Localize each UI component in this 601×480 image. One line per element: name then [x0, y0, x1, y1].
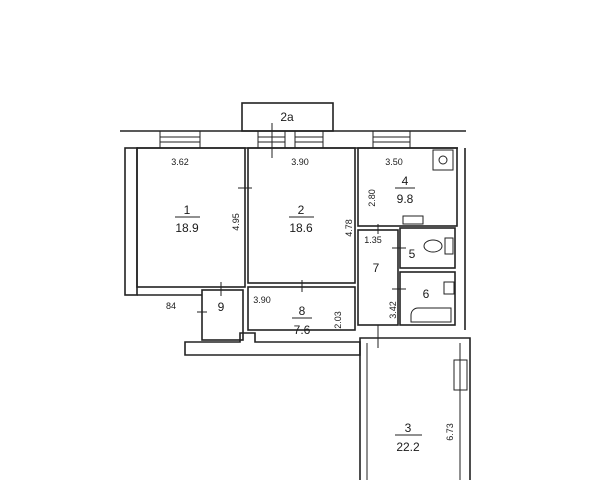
toilet-icon	[423, 239, 443, 253]
room-number: 1	[184, 203, 191, 217]
stove-icon	[432, 149, 454, 171]
room-number: 9	[218, 300, 225, 314]
room-area: 9.8	[397, 192, 414, 206]
dimension-label: 3.90	[253, 295, 271, 305]
room-number: 7	[373, 261, 380, 275]
room-number: 2	[298, 203, 305, 217]
room-area: 7.6	[294, 323, 311, 337]
windows	[159, 130, 411, 149]
dimension-label: 2.03	[333, 311, 343, 329]
room-6	[399, 271, 456, 326]
dimension-label: 2.80	[367, 189, 377, 207]
balcony-label: 2a	[280, 110, 294, 124]
room-9	[201, 289, 244, 341]
dimension-label: 4.95	[231, 213, 241, 231]
stove-burner-icon	[438, 155, 448, 165]
dimension-label: 3.62	[171, 157, 189, 167]
fixtures	[402, 149, 455, 323]
room-number: 3	[405, 421, 412, 435]
room-3	[359, 337, 471, 480]
dimension-label: 3.90	[291, 157, 309, 167]
dimension-label: 1.35	[364, 235, 382, 245]
dimension-label: 3.42	[388, 301, 398, 319]
sink-icon	[402, 215, 424, 225]
room-area: 18.9	[175, 221, 199, 235]
room-number: 8	[299, 304, 306, 318]
hatched-column	[453, 359, 468, 391]
room-area: 22.2	[396, 440, 420, 454]
room-number: 4	[402, 174, 409, 188]
door-markers	[197, 123, 406, 348]
dimension-label: 3.50	[385, 157, 403, 167]
bathtub-icon	[410, 307, 452, 323]
dimension-label: 4.78	[344, 219, 354, 237]
balcony	[241, 102, 334, 132]
washbasin-icon	[443, 281, 455, 295]
toilet-tank-icon	[444, 237, 454, 255]
dimension-label: 6.73	[445, 423, 455, 441]
room-number: 6	[423, 287, 430, 301]
room-area: 18.6	[289, 221, 313, 235]
room-number: 5	[409, 247, 416, 261]
dimension-label: 84	[166, 301, 176, 311]
